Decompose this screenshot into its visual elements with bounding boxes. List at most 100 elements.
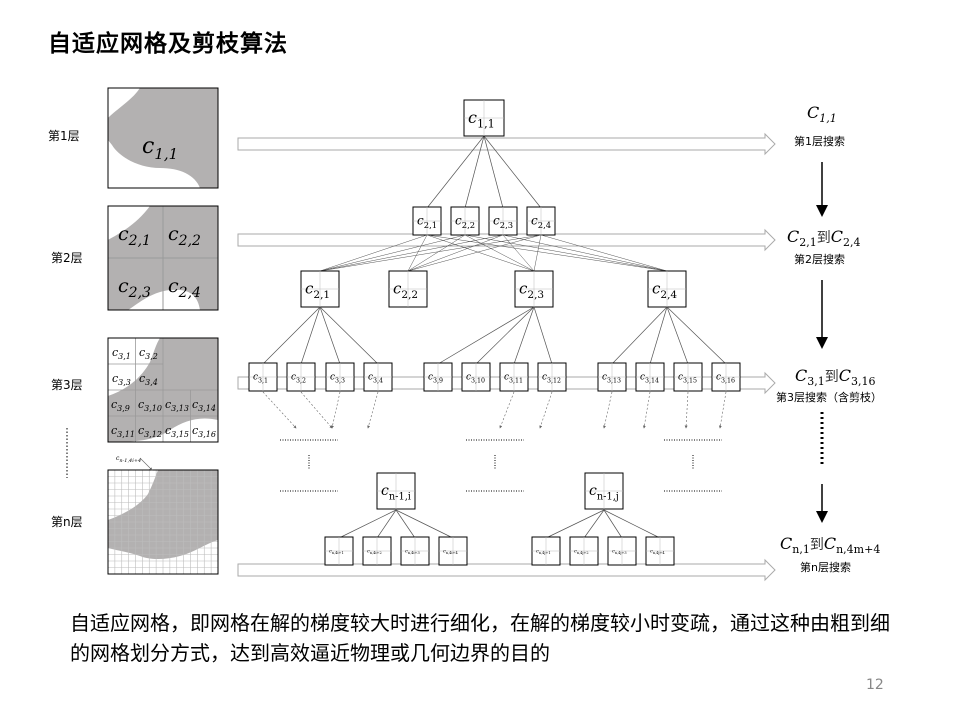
svg-text:cn,4j+3: cn,4j+3 xyxy=(612,549,627,556)
node-sub: 2,2 xyxy=(462,220,475,230)
tree-root: c1,1 xyxy=(463,99,505,137)
grid-level-3: c3,1 c3,2 c3,3 c3,4 c3,9 c3,10 c3,13 c3,… xyxy=(107,337,219,443)
node-sub: n,4j+1 xyxy=(539,551,551,555)
svg-text:cn,4j+1: cn,4j+1 xyxy=(536,549,551,556)
node-sub: n-1,j xyxy=(597,491,619,502)
node-sub: n,4j+3 xyxy=(615,551,627,555)
search-label-n: Cn,1到Cn,4m+4 第n层搜索 xyxy=(780,534,880,574)
node-sub: n,4i+3 xyxy=(408,551,420,555)
tree-l3-12: c3,16 xyxy=(711,362,741,392)
grid-level-n: cn-1,4i+4 xyxy=(107,455,219,575)
node-sub: 1,1 xyxy=(477,118,495,131)
page-number: 12 xyxy=(866,677,884,693)
node-sub: 3,9 xyxy=(433,377,443,384)
node-sub: 2,4 xyxy=(538,220,551,230)
svg-text:c3,14: c3,14 xyxy=(640,373,659,385)
node-sub: n,4i+4 xyxy=(446,551,459,555)
svg-text:C1,1: C1,1 xyxy=(807,103,837,125)
tree-l3-9: c3,13 xyxy=(597,362,627,392)
svg-text:cn,4j+4: cn,4j+4 xyxy=(650,549,665,556)
tree-l2-big-1: c2,1 xyxy=(300,270,340,308)
tree-n1-j: cn-1,j xyxy=(584,472,624,510)
node-sub: 2,1 xyxy=(424,220,437,230)
svg-text:Cn,1到Cn,4m+4: Cn,1到Cn,4m+4 xyxy=(780,534,880,556)
tree-l3-10: c3,14 xyxy=(635,362,665,392)
svg-text:c3,15: c3,15 xyxy=(678,373,697,385)
search-label-1: C1,1 第1层搜索 xyxy=(794,103,845,148)
block-arrows xyxy=(237,132,776,582)
block-arrow-1 xyxy=(237,132,776,156)
node-sub: 3,10 xyxy=(471,377,485,384)
level-label-2: 第2层 xyxy=(51,251,83,265)
tree-l3-3: c3,3 xyxy=(325,362,355,392)
svg-text:c3,11: c3,11 xyxy=(504,373,523,385)
svg-text:cn,4i+1: cn,4i+1 xyxy=(329,549,344,556)
tree-l2-small-2: c2,2 xyxy=(450,206,480,236)
tree-l2-big-4: c2,4 xyxy=(647,270,687,308)
tree-l2-small-3: c2,3 xyxy=(488,206,518,236)
svg-text:c3,9: c3,9 xyxy=(428,373,443,385)
search-text-1: 第1层搜索 xyxy=(794,134,845,148)
node-sub: 3,12 xyxy=(547,377,561,384)
search-label-2: C2,1到C2,4 第2层搜索 xyxy=(787,227,861,266)
node-sub: 3,3 xyxy=(335,377,345,384)
body-text: 自适应网格，即网格在解的梯度较大时进行细化，在解的梯度较小时变疏，通过这种由粗到… xyxy=(70,611,890,665)
grid-level-2: c2,1 c2,2 c2,3 c2,4 xyxy=(107,205,219,311)
svg-text:cn,4i+3: cn,4i+3 xyxy=(405,549,420,556)
node-sub: 2,3 xyxy=(527,289,544,301)
svg-text:c3,10: c3,10 xyxy=(466,373,485,385)
node-sub: 2,3 xyxy=(500,220,513,230)
node-sub: 3,1 xyxy=(258,377,268,384)
block-arrow-4 xyxy=(237,558,776,582)
tree-leaf-i-2: cn,4i+2 xyxy=(362,536,392,566)
svg-text:c3,12: c3,12 xyxy=(542,373,561,385)
node-sub: 3,15 xyxy=(683,377,697,384)
tree-n1-i: cn-1,i xyxy=(376,472,416,510)
tree-l3-2: c3,2 xyxy=(286,362,316,392)
svg-text:cn,4i+4: cn,4i+4 xyxy=(443,549,458,556)
node-sub: 2,4 xyxy=(660,289,677,301)
node-sub: 3,2 xyxy=(296,377,306,384)
tree-leaf-i-3: cn,4i+3 xyxy=(400,536,430,566)
search-text-n: 第n层搜索 xyxy=(800,560,851,574)
search-label-3: C3,1到C3,16 第3层搜索（含剪枝） xyxy=(776,366,882,404)
tree-leaf-j-4: cn,4j+4 xyxy=(645,536,675,566)
node-sub: n-1,i xyxy=(389,491,411,502)
block-arrow-2 xyxy=(237,228,776,252)
tree-l3-4: c3,4 xyxy=(363,362,393,392)
tree-l3-7: c3,11 xyxy=(499,362,529,392)
node-sub: 3,4 xyxy=(373,377,383,384)
node-sub: n,4i+1 xyxy=(332,551,344,555)
search-text-2: 第2层搜索 xyxy=(794,252,845,266)
search-text-3: 第3层搜索（含剪枝） xyxy=(776,390,882,404)
node-sub: 3,11 xyxy=(509,377,523,384)
grid1-sub: 1,1 xyxy=(154,145,178,163)
node-sub: 3,14 xyxy=(645,377,659,384)
tree-leaf-i-1: cn,4i+1 xyxy=(324,536,354,566)
svg-text:cn,4i+2: cn,4i+2 xyxy=(367,549,382,556)
svg-text:c3,3: c3,3 xyxy=(330,373,345,385)
slide-title: 自适应网格及剪枝算法 xyxy=(48,31,288,57)
node-sub: n,4j+4 xyxy=(653,551,666,555)
node-sub: 3,13 xyxy=(607,377,621,384)
svg-text:C2,1到C2,4: C2,1到C2,4 xyxy=(787,227,861,249)
node-sub: 3,16 xyxy=(721,377,735,384)
grid-level-1: c1,1 xyxy=(107,87,219,189)
tree-l3-5: c3,9 xyxy=(423,362,453,392)
svg-text:cn,4j+2: cn,4j+2 xyxy=(574,549,589,556)
tree-leaf-j-1: cn,4j+1 xyxy=(531,536,561,566)
svg-text:c3,13: c3,13 xyxy=(602,373,621,385)
svg-text:c3,4: c3,4 xyxy=(368,373,383,385)
level-label-1: 第1层 xyxy=(48,129,80,143)
gridn-label: cn-1,4i+4 xyxy=(116,455,141,464)
svg-text:C3,1到C3,16: C3,1到C3,16 xyxy=(795,366,876,388)
region-shape xyxy=(108,88,218,188)
tree-l3-1: c3,1 xyxy=(248,362,278,392)
node-sub: n,4j+2 xyxy=(577,551,589,555)
level-label-3: 第3层 xyxy=(51,378,83,392)
tree-l3-8: c3,12 xyxy=(537,362,567,392)
tree-l2-small-4: c2,4 xyxy=(526,206,556,236)
tree-l2-big-3: c2,3 xyxy=(514,270,554,308)
tree-l3-6: c3,10 xyxy=(461,362,491,392)
